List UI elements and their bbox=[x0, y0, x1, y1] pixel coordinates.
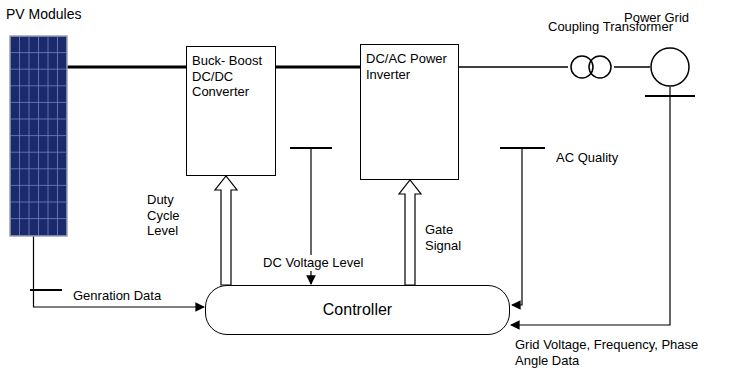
controller-box: Controller bbox=[205, 285, 510, 335]
connector-line bbox=[276, 66, 360, 69]
edge-label: Grid Voltage, Frequency, Phase Angle Dat… bbox=[514, 337, 726, 368]
connector-line bbox=[34, 236, 205, 307]
transformer-coils bbox=[568, 55, 614, 79]
node-label: Buck- Boost DC/DC Converter bbox=[187, 47, 275, 106]
node-label: PV Modules bbox=[6, 6, 81, 23]
inverter-box: DC/AC Power Inverter bbox=[360, 44, 459, 180]
edge-label: Genration Data bbox=[72, 288, 162, 304]
transformer-symbol: Coupling Transformer bbox=[568, 55, 614, 79]
node-label: Controller bbox=[323, 300, 392, 319]
edge-label: Duty Cycle Level bbox=[146, 192, 194, 239]
converter-box: Buck- Boost DC/DC Converter bbox=[186, 46, 276, 176]
connector-line bbox=[459, 66, 568, 68]
connector-line bbox=[511, 87, 670, 325]
sense-line bbox=[512, 148, 522, 305]
connector-line bbox=[67, 66, 186, 69]
node-label: DC/AC Power Inverter bbox=[361, 45, 458, 88]
connector-line bbox=[614, 66, 650, 68]
control-arrow bbox=[215, 176, 237, 285]
grid-source: Power Grid bbox=[650, 47, 690, 87]
sense-bar bbox=[30, 289, 62, 291]
pv-panel: PV Modules bbox=[10, 36, 67, 236]
signal-label: AC Quality bbox=[555, 150, 619, 166]
signal-label: DC Voltage Level bbox=[262, 255, 364, 271]
edge-label: Gate Signal bbox=[424, 222, 472, 253]
pv-cells bbox=[10, 36, 67, 236]
grid-circle bbox=[650, 47, 690, 87]
node-label: Power Grid bbox=[624, 10, 689, 26]
control-arrow bbox=[399, 180, 421, 285]
